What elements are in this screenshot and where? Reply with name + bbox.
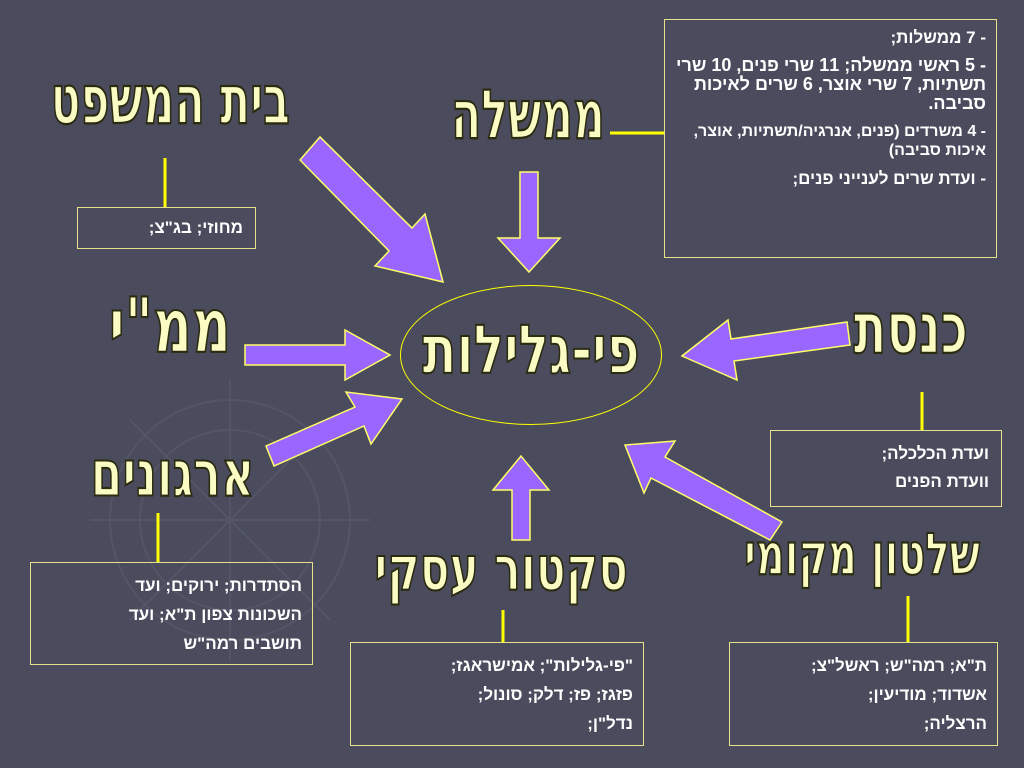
- knesset-title: כנסת: [853, 287, 969, 371]
- government-info-item: - ועדת שרים לענייני פנים;: [792, 169, 986, 188]
- local-government-info-box: ת"א; רמה"ש; ראשל"צ; אשדוד; מודיעין; הרצל…: [729, 642, 998, 746]
- knesset-info-line: וועדת הפנים: [894, 472, 989, 491]
- local-government-info-line: הרצליה;: [923, 714, 987, 733]
- business-info-line: פזגז; פז; דלק; סונול;: [477, 685, 633, 704]
- government-info-item: - 7 ממשלות;: [890, 28, 986, 47]
- court-info-text: מחוזי; בג"צ;: [148, 218, 243, 237]
- local-government-info-line: אשדוד; מודיעין;: [867, 685, 987, 704]
- business-info-box: "פי-גלילות"; אמישראגז; פזגז; פז; דלק; סו…: [350, 642, 644, 746]
- government-info-item: - 5 ראשי ממשלה; 11 שרי פנים, 10 שרי תשתי…: [676, 55, 986, 113]
- mmy-title: ממ"י: [108, 282, 232, 371]
- arrow-knesset-to-center: [680, 318, 851, 382]
- organizations-info-box: הסתדרות; ירוקים; ועד השכונות צפון ת"א; ו…: [30, 562, 313, 665]
- business-info-line: נדל"ן;: [587, 714, 633, 733]
- arrow-local-to-center: [623, 440, 784, 541]
- court-title: בית המשפט: [50, 61, 291, 141]
- arrow-mmy-to-center: [244, 328, 392, 382]
- arrow-business-to-center: [491, 454, 551, 541]
- knesset-info-line: ועדת הכלכלה;: [881, 444, 989, 463]
- court-info-box: מחוזי; בג"צ;: [77, 207, 256, 249]
- center-title: פי-גלילות: [422, 310, 641, 390]
- government-info-box: - 7 ממשלות; - 5 ראשי ממשלה; 11 שרי פנים,…: [664, 19, 997, 258]
- knesset-info-box: ועדת הכלכלה; וועדת הפנים: [770, 430, 1002, 507]
- arrow-organizations-to-center: [265, 391, 404, 468]
- local-government-title: שלטון מקומי: [743, 521, 980, 589]
- arrow-government-to-center: [496, 171, 562, 274]
- organizations-info-line: השכונות צפון ת"א; ועד: [128, 605, 302, 624]
- organizations-title: ארגונים: [90, 435, 255, 511]
- organizations-info-line: תושבים רמה"ש: [183, 634, 302, 653]
- arrow-court-to-center: [298, 135, 445, 284]
- business-title: סקטור עסקי: [374, 533, 629, 605]
- center-oval: [400, 285, 662, 425]
- government-title: ממשלה: [450, 76, 605, 156]
- government-info-item: - 4 משרדים (פנים, אנרגיה/תשתיות, אוצר, א…: [693, 123, 986, 159]
- local-government-info-line: ת"א; רמה"ש; ראשל"צ;: [810, 656, 987, 675]
- organizations-info-line: הסתדרות; ירוקים; ועד: [135, 576, 302, 595]
- business-info-line: "פי-גלילות"; אמישראגז;: [450, 656, 633, 675]
